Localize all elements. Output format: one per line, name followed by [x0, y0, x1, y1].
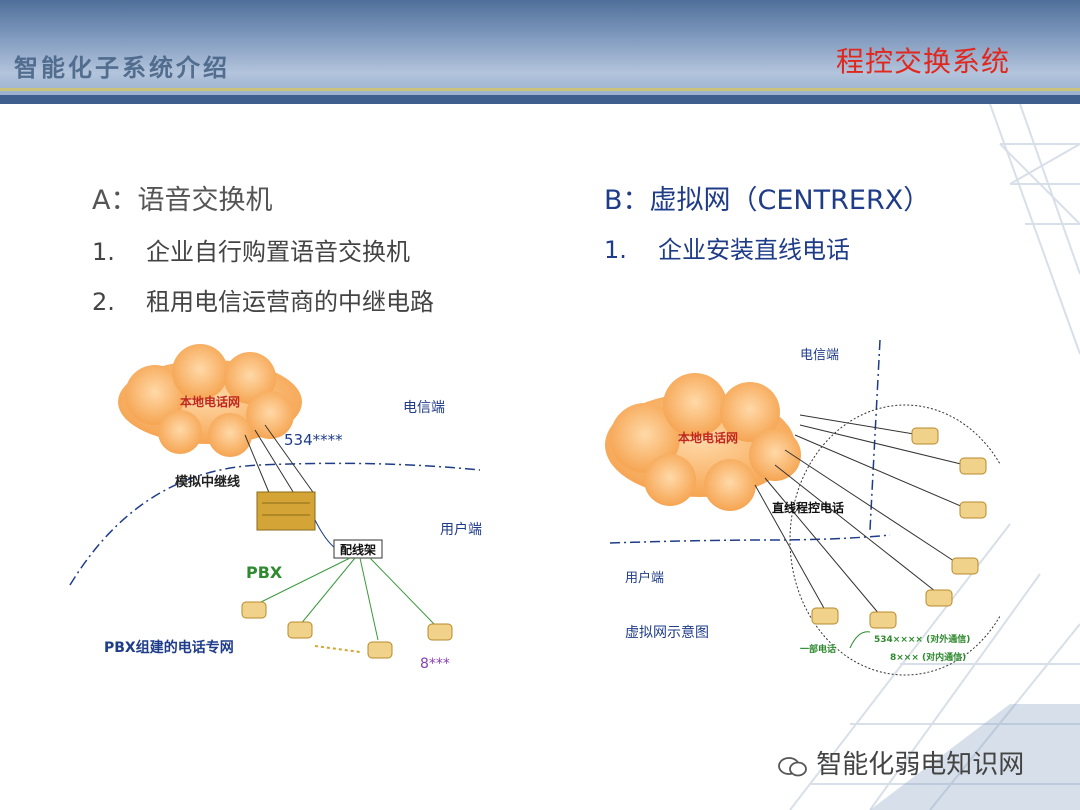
telecom-label-b: 电信端: [800, 348, 839, 363]
header-bar: [0, 0, 1080, 104]
ext-in-label: 8××× (对内通信): [890, 651, 966, 663]
option-a-item-2: 2.租用电信运营商的中继电路: [92, 288, 434, 316]
boundary-line: [69, 462, 481, 586]
caption-label: PBX组建的电话专网: [104, 639, 234, 656]
ext-out-label: 534×××× (对外通信): [874, 633, 970, 645]
frame-box: [333, 539, 383, 559]
option-b-heading: B：虚拟网（CENTRERX）: [604, 185, 931, 216]
virtual-net-diagram: 电信端 本地电话网 直线程控电话 用户端 虚拟网示意图 一部电话 534××××…: [605, 339, 1000, 676]
trunk-label: 模拟中继线: [175, 474, 240, 490]
wechat-icon: [778, 755, 808, 777]
line-label: 直线程控电话: [772, 500, 844, 515]
frame-label: 配线架: [340, 542, 376, 557]
phones-right: [811, 427, 987, 629]
header-bottom-band: [0, 95, 1080, 104]
user-label-b: 用户端: [625, 570, 664, 586]
pbx-diagram: 本地电话网 电信端 534**** 模拟中继线 用户端 配线架 PBX PBX组…: [69, 344, 482, 672]
watermark-text: 智能化弱电知识网: [816, 750, 1025, 780]
cloud-shape-b: [605, 373, 801, 511]
phones-left: [241, 601, 453, 659]
cloud-label-b: 本地电话网: [678, 430, 738, 445]
phone-label: 一部电话: [800, 643, 836, 655]
header-divider: [0, 88, 1080, 91]
option-b-item-1: 1.企业安装直线电话: [604, 236, 850, 264]
tower-background: [789, 104, 1080, 810]
virtual-net-boundary: [789, 404, 1000, 676]
number-label: 534****: [284, 431, 343, 449]
section-title: 智能化子系统介绍: [14, 54, 230, 82]
pbx-label: PBX: [246, 563, 283, 582]
user-label: 用户端: [440, 521, 482, 538]
cloud-shape: [118, 344, 302, 457]
watermark: 智能化弱电知识网: [778, 744, 1024, 781]
caption-label-b: 虚拟网示意图: [625, 624, 709, 641]
option-a-item-1: 1.企业自行购置语音交换机: [92, 238, 410, 266]
slide-title: 程控交换系统: [835, 45, 1010, 78]
option-a-heading: A：语音交换机: [92, 185, 273, 216]
ext-label: 8***: [420, 656, 450, 672]
cloud-label: 本地电话网: [180, 394, 240, 409]
pbx-device: [256, 491, 316, 531]
telecom-label: 电信端: [403, 400, 445, 416]
